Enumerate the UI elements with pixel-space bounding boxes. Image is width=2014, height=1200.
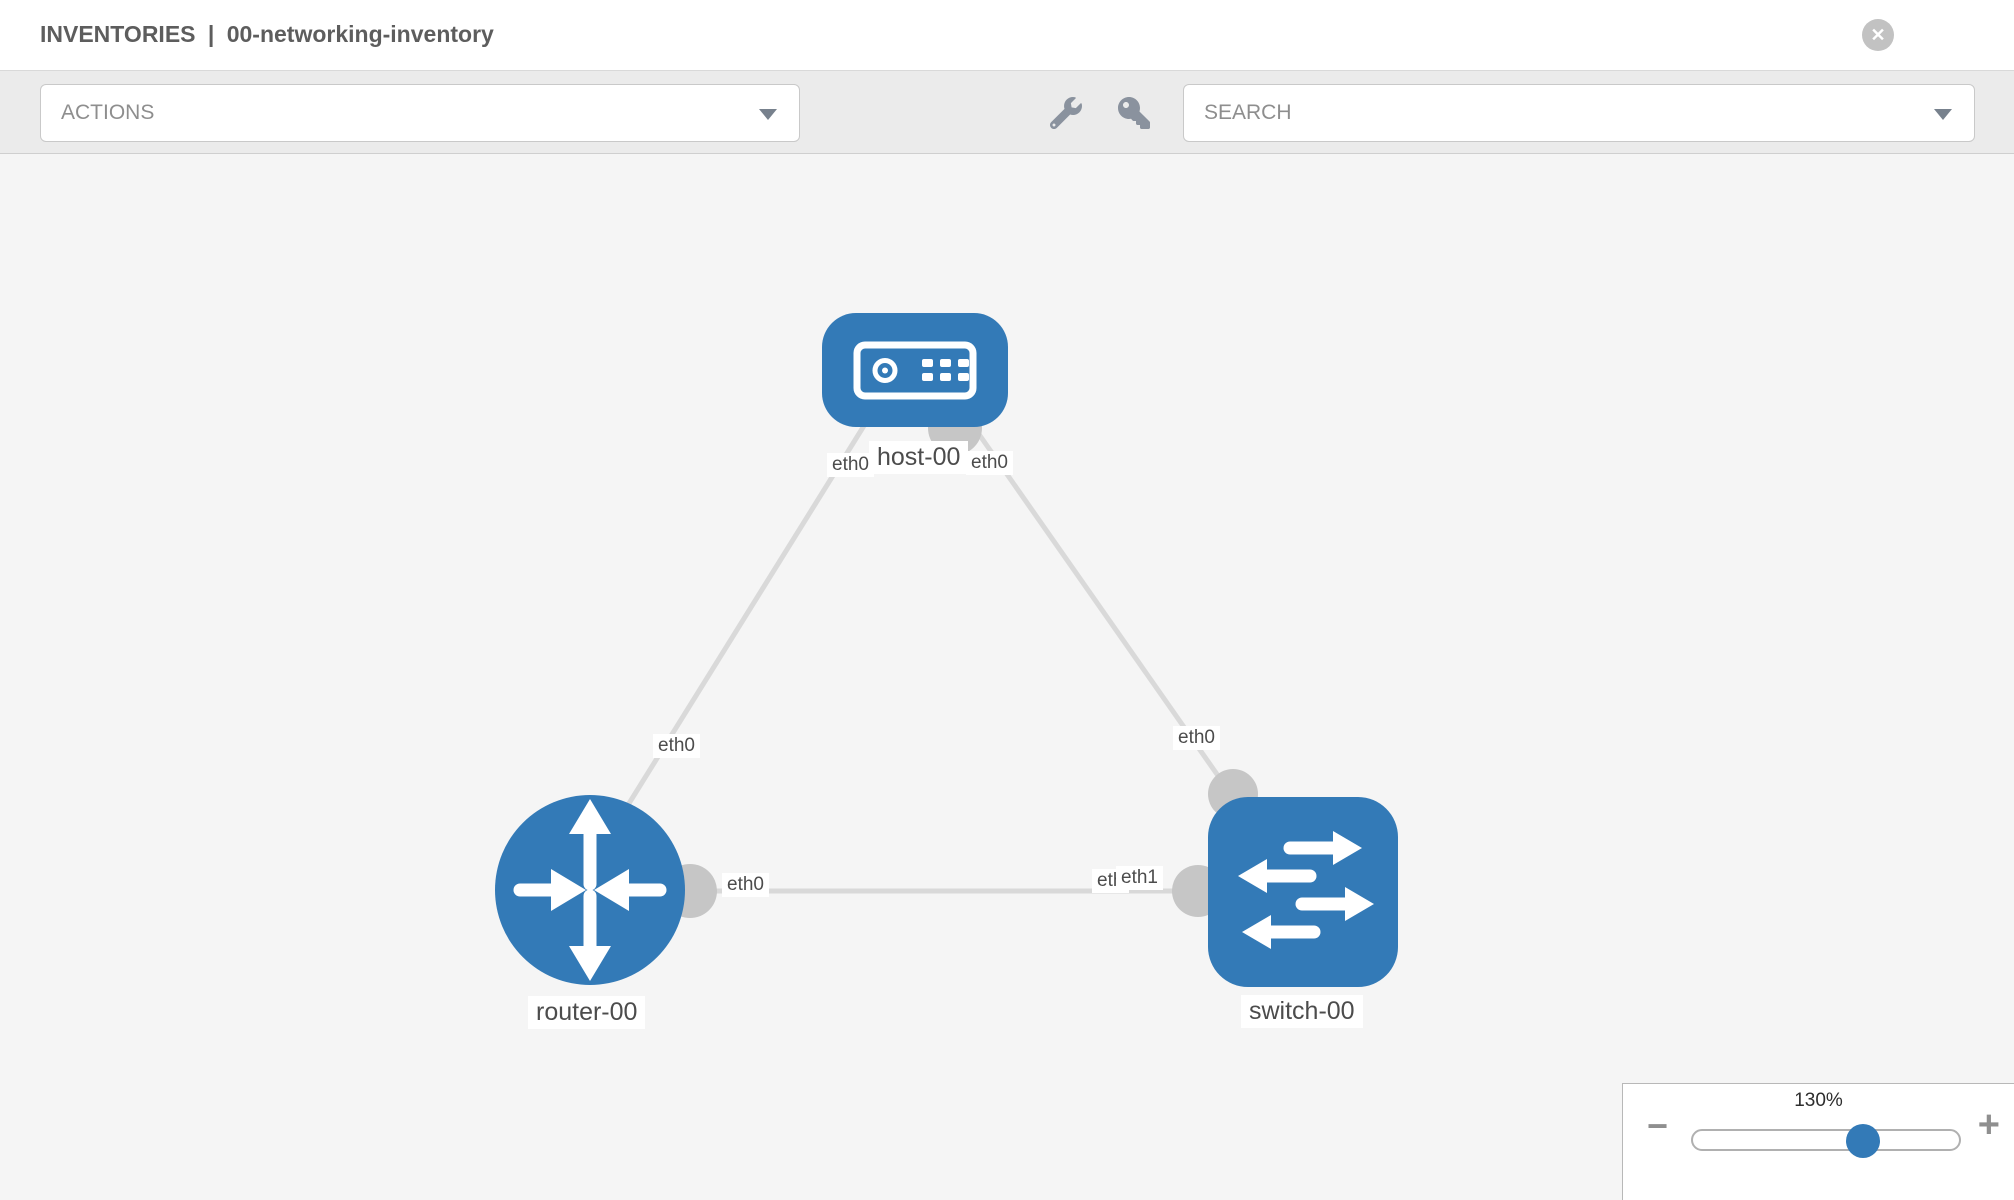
zoom-level-value: 130% xyxy=(1794,1090,1843,1111)
host-icon xyxy=(853,341,977,400)
page-title: INVENTORIES | 00-networking-inventory xyxy=(40,21,500,48)
zoom-out-button[interactable]: − xyxy=(1647,1105,1669,1146)
node-label-host-00: host-00 xyxy=(869,441,969,474)
switch-icon xyxy=(1238,831,1374,949)
router-icon xyxy=(513,799,667,981)
search-dropdown-label: SEARCH xyxy=(1204,101,1292,124)
page-title-section: INVENTORIES xyxy=(40,21,196,47)
node-label-switch-00: switch-00 xyxy=(1241,995,1363,1028)
iface-label-switch-eth0-to-host: eth0 xyxy=(1173,726,1220,750)
node-router-00[interactable] xyxy=(495,795,685,985)
actions-dropdown[interactable]: ACTIONS xyxy=(40,84,800,142)
node-label-router-00: router-00 xyxy=(528,996,646,1029)
iface-label-host-eth0-to-router: eth0 xyxy=(827,453,874,477)
zoom-slider-thumb[interactable] xyxy=(1846,1124,1880,1158)
toolbar: ACTIONS SEARCH xyxy=(0,71,2014,154)
page-title-separator: | xyxy=(207,21,215,47)
zoom-in-button[interactable]: + xyxy=(1977,1104,2000,1146)
topology-svg xyxy=(495,313,1398,987)
iface-label-router-eth0-to-switch: eth0 xyxy=(722,873,769,897)
search-dropdown[interactable]: SEARCH xyxy=(1183,84,1975,142)
page-title-inventory-name: 00-networking-inventory xyxy=(226,21,494,47)
iface-label-host-eth0-to-switch: eth0 xyxy=(966,451,1013,475)
chevron-down-icon xyxy=(1934,109,1952,120)
close-button[interactable]: ✕ xyxy=(1862,19,1894,51)
chevron-down-icon xyxy=(759,109,777,120)
header: INVENTORIES | 00-networking-inventory ✕ xyxy=(0,0,2014,71)
node-host-00[interactable] xyxy=(822,313,1008,427)
zoom-slider-track[interactable] xyxy=(1691,1129,1961,1151)
close-icon: ✕ xyxy=(1870,24,1886,45)
iface-label-switch-eth1-to-router: eth1 xyxy=(1116,866,1163,890)
iface-label-router-eth0-to-host: eth0 xyxy=(653,734,700,758)
zoom-panel: 130% − + xyxy=(1622,1083,2014,1200)
node-switch-00[interactable] xyxy=(1208,797,1398,987)
wrench-icon[interactable] xyxy=(1050,97,1082,129)
actions-dropdown-label: ACTIONS xyxy=(61,101,155,124)
topology-canvas[interactable]: host-00 router-00 switch-00 eth0 eth0 et… xyxy=(0,154,2014,1200)
key-icon[interactable] xyxy=(1118,97,1150,129)
